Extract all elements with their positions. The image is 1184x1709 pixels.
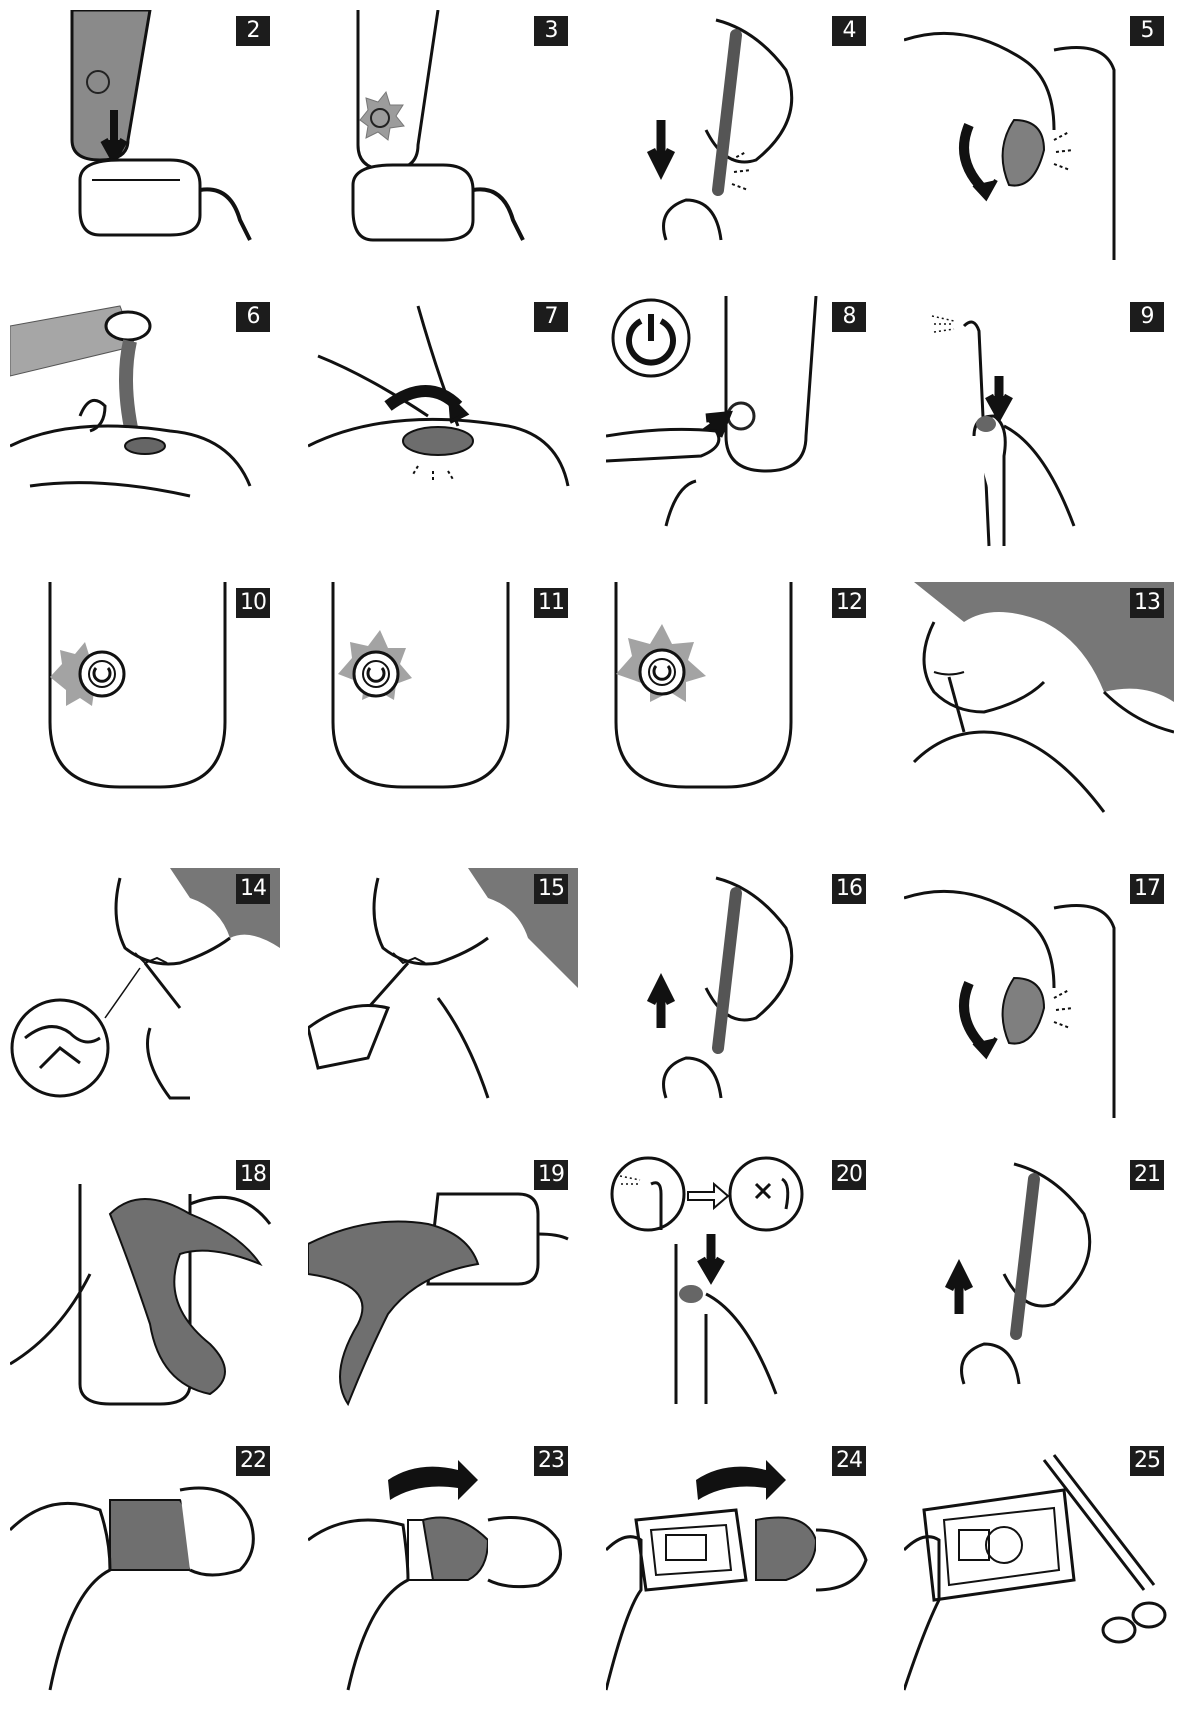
step-panel-6: 6: [10, 296, 280, 556]
step-panel-22: 22: [10, 1440, 280, 1700]
step-number-badge: 7: [534, 302, 568, 332]
step-number-badge: 6: [236, 302, 270, 332]
open-reservoir-again-illustration: [904, 889, 1116, 1118]
step-panel-16: 16: [606, 868, 876, 1128]
step-number-badge: 13: [1130, 588, 1164, 618]
step-panel-15: 15: [308, 868, 578, 1128]
step-number-badge: 20: [832, 1160, 866, 1190]
step-panel-7: 7: [308, 296, 578, 556]
step-number-badge: 12: [832, 588, 866, 618]
handle-on-charger-illustration: [70, 10, 252, 241]
step-number-badge: 8: [832, 302, 866, 332]
step-number-badge: 5: [1130, 16, 1164, 46]
step-number-badge: 15: [534, 874, 568, 904]
step-panel-10: 10: [10, 582, 280, 842]
step-panel-5: 5: [904, 10, 1174, 270]
step-panel-21: 21: [904, 1154, 1174, 1414]
mode-light-3-illustration: [614, 582, 793, 789]
continue-flossing-illustration: [308, 868, 578, 1099]
step-number-badge: 18: [236, 1160, 270, 1190]
open-reservoir-illustration: [904, 31, 1116, 260]
step-panel-9: 9: [904, 296, 1174, 556]
nozzle-in-mouth-illustration: [912, 582, 1174, 813]
step-panel-11: 11: [308, 582, 578, 842]
detach-nozzle-illustration: [944, 1162, 1092, 1385]
fill-reservoir-illustration: [10, 305, 252, 498]
step-number-badge: 16: [832, 874, 866, 904]
step-panel-19: 19: [308, 1154, 578, 1414]
step-panel-24: 24: [606, 1440, 876, 1700]
charging-light-illustration: [351, 10, 525, 242]
press-power-button-illustration: [606, 296, 818, 527]
step-panel-25: 25: [904, 1440, 1174, 1700]
step-number-badge: 17: [1130, 874, 1164, 904]
step-number-badge: 11: [534, 588, 568, 618]
step-number-badge: 2: [236, 16, 270, 46]
step-number-badge: 9: [1130, 302, 1164, 332]
step-panel-17: 17: [904, 868, 1174, 1128]
step-panel-20: 20: [606, 1154, 876, 1414]
step-panel-4: 4: [606, 10, 876, 270]
clear-water-illustration: [610, 1156, 804, 1404]
grip-bottom-cap-illustration: [10, 1486, 255, 1691]
dry-handle-with-cloth-illustration: [10, 1184, 272, 1406]
step-panel-18: 18: [10, 1154, 280, 1414]
step-number-badge: 25: [1130, 1446, 1164, 1476]
floss-between-teeth-illustration: [10, 868, 280, 1100]
step-number-badge: 21: [1130, 1160, 1164, 1190]
step-panel-8: 8: [606, 296, 876, 556]
step-number-badge: 23: [534, 1446, 568, 1476]
mode-light-1-illustration: [48, 582, 227, 789]
close-reservoir-illustration: [308, 305, 570, 487]
attach-nozzle-illustration: [646, 18, 794, 241]
step-number-badge: 4: [832, 16, 866, 46]
step-number-badge: 14: [236, 874, 270, 904]
step-number-badge: 22: [236, 1446, 270, 1476]
remove-nozzle-illustration: [646, 876, 794, 1099]
step-panel-2: 2: [10, 10, 280, 270]
instruction-grid: 2 3 4 5: [10, 10, 1174, 1700]
mode-light-2-illustration: [331, 582, 510, 789]
step-panel-14: 14: [10, 868, 280, 1128]
twist-cap-off-illustration: [308, 1460, 562, 1691]
cut-wires-illustration: [904, 1454, 1167, 1691]
step-number-badge: 10: [236, 588, 270, 618]
step-number-badge: 3: [534, 16, 568, 46]
prime-spray-illustration: [931, 315, 1076, 547]
step-panel-3: 3: [308, 10, 578, 270]
step-panel-13: 13: [904, 582, 1174, 842]
step-number-badge: 19: [534, 1160, 568, 1190]
step-panel-23: 23: [308, 1440, 578, 1700]
step-panel-12: 12: [606, 582, 876, 842]
wipe-charger-illustration: [308, 1192, 569, 1407]
step-number-badge: 24: [832, 1446, 866, 1476]
remove-inner-battery-illustration: [606, 1460, 868, 1691]
